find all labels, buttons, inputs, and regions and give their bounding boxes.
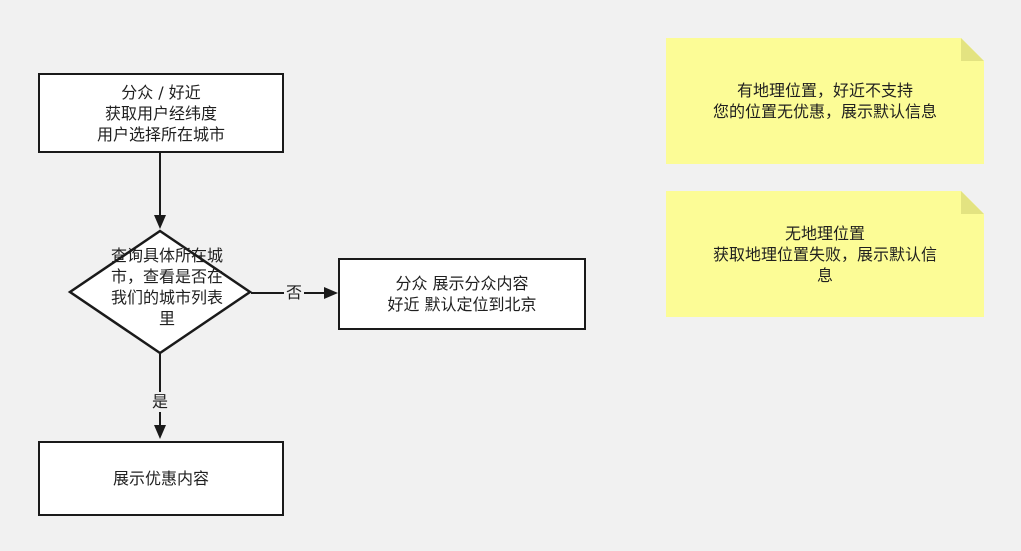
decision-line-4: 里 bbox=[158, 309, 175, 328]
no-branch-label: 否 bbox=[284, 283, 305, 303]
start-line-2: 获取用户经纬度 bbox=[104, 103, 217, 123]
note-1-line-1: 有地理位置，好近不支持 bbox=[736, 81, 913, 100]
no-branch-line-2: 好近 默认定位到北京 bbox=[387, 295, 537, 314]
decision-line-2: 市，查看是否在 bbox=[110, 267, 223, 286]
note-2-line-3: 息 bbox=[816, 265, 833, 285]
yes-branch-box: 展示优惠内容 bbox=[38, 441, 284, 516]
decision-text: 查询具体所在城 市，查看是否在 我们的城市列表 里 bbox=[80, 245, 254, 329]
decision-line-1: 查询具体所在城 bbox=[110, 246, 223, 265]
decision-line-3: 我们的城市列表 bbox=[110, 288, 223, 307]
note-2-line-2: 获取地理位置失败，展示默认信 bbox=[712, 244, 937, 264]
start-line-3: 用户选择所在城市 bbox=[96, 124, 225, 144]
no-branch-line-1: 分众 展示分众内容 bbox=[395, 274, 529, 293]
arrowhead-yes-branch bbox=[154, 425, 166, 439]
note-no-location: 无地理位置 获取地理位置失败，展示默认信 息 bbox=[666, 191, 984, 317]
note-has-location: 有地理位置，好近不支持 您的位置无优惠，展示默认信息 bbox=[666, 38, 984, 164]
note-2-line-1: 无地理位置 bbox=[784, 223, 865, 243]
note-1-line-2: 您的位置无优惠，展示默认信息 bbox=[712, 102, 937, 121]
yes-branch-label: 是 bbox=[150, 392, 171, 412]
start-line-1: 分众 / 好近 bbox=[121, 82, 201, 102]
no-branch-box: 分众 展示分众内容 好近 默认定位到北京 bbox=[338, 258, 586, 330]
arrowhead-no-branch bbox=[324, 287, 338, 299]
arrowhead-start-to-decision bbox=[154, 215, 166, 229]
decision-diamond bbox=[67, 229, 253, 355]
yes-branch-line-1: 展示优惠内容 bbox=[112, 469, 209, 488]
start-process-box: 分众 / 好近 获取用户经纬度 用户选择所在城市 bbox=[38, 73, 284, 153]
